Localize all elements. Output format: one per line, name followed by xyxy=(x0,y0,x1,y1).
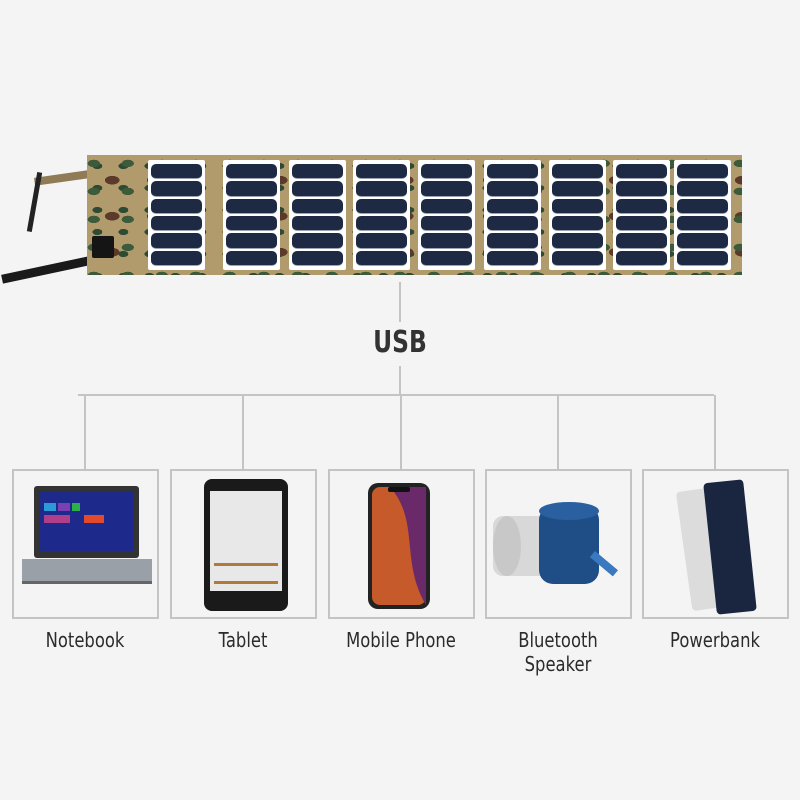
cell-strip xyxy=(151,233,202,249)
cell-strip xyxy=(487,164,538,180)
cell-strip xyxy=(226,215,277,232)
device-label: Bluetooth Speaker xyxy=(518,628,598,676)
cell-strip xyxy=(616,164,667,180)
solar-cell xyxy=(223,160,280,270)
connector-line xyxy=(399,282,401,322)
powerbank-icon xyxy=(676,479,757,615)
solar-cell xyxy=(353,160,410,270)
cell-strip xyxy=(151,164,202,180)
solar-panel xyxy=(87,155,742,275)
cell-strip xyxy=(151,215,202,232)
connector-line xyxy=(400,395,402,470)
device-label: Tablet xyxy=(218,628,268,652)
cell-strip xyxy=(356,181,407,197)
cell-strip xyxy=(616,250,667,266)
device-card xyxy=(12,469,159,619)
device-label: Mobile Phone xyxy=(346,628,456,652)
cell-strip xyxy=(421,164,472,180)
cell-strip xyxy=(677,215,728,232)
device-card xyxy=(642,469,789,619)
strap-end xyxy=(26,172,43,232)
cell-strip xyxy=(487,215,538,232)
tablet-icon xyxy=(204,479,288,611)
device-card xyxy=(170,469,317,619)
cell-strip xyxy=(552,164,603,180)
solar-cell xyxy=(674,160,731,270)
connector-bus xyxy=(78,394,714,396)
cell-strip xyxy=(487,233,538,249)
device-label: Notebook xyxy=(45,628,125,652)
cell-strip xyxy=(356,198,407,214)
connector-line xyxy=(714,395,716,470)
solar-cell xyxy=(148,160,205,270)
cell-strip xyxy=(677,181,728,197)
connector-line xyxy=(84,395,86,470)
cell-strip xyxy=(487,198,538,214)
cell-strip xyxy=(292,181,343,197)
cell-strip xyxy=(292,215,343,232)
solar-cell xyxy=(613,160,670,270)
connector-line xyxy=(242,395,244,470)
device-card xyxy=(485,469,632,619)
cell-strip xyxy=(356,250,407,266)
cell-strip xyxy=(226,233,277,249)
device-label: Powerbank xyxy=(670,628,760,652)
smartphone-icon xyxy=(368,483,430,609)
cell-strip xyxy=(292,164,343,180)
solar-cell xyxy=(289,160,346,270)
cell-strip xyxy=(616,181,667,197)
cell-strip xyxy=(421,233,472,249)
cell-strip xyxy=(616,215,667,232)
solar-cell xyxy=(549,160,606,270)
solar-cell xyxy=(418,160,475,270)
cell-strip xyxy=(677,198,728,214)
cell-strip xyxy=(677,233,728,249)
cell-strip xyxy=(421,215,472,232)
usb-cable xyxy=(1,255,96,284)
cell-strip xyxy=(552,250,603,266)
cell-strip xyxy=(552,233,603,249)
cell-strip xyxy=(421,198,472,214)
strap xyxy=(33,170,91,186)
cell-strip xyxy=(226,198,277,214)
cell-strip xyxy=(487,181,538,197)
cell-strip xyxy=(151,250,202,266)
cell-strip xyxy=(677,250,728,266)
cell-strip xyxy=(151,198,202,214)
cell-strip xyxy=(421,250,472,266)
connector-line xyxy=(557,395,559,470)
cell-strip xyxy=(552,198,603,214)
usb-label: USB xyxy=(373,325,427,360)
cell-strip xyxy=(151,181,202,197)
cell-strip xyxy=(616,198,667,214)
connector-line xyxy=(399,366,401,396)
cell-strip xyxy=(226,181,277,197)
cell-strip xyxy=(487,250,538,266)
speaker-icon xyxy=(493,502,618,584)
cell-strip xyxy=(226,250,277,266)
cell-strip xyxy=(677,164,728,180)
cell-strip xyxy=(292,198,343,214)
cell-strip xyxy=(356,233,407,249)
cell-strip xyxy=(226,164,277,180)
cell-strip xyxy=(616,233,667,249)
junction-box xyxy=(92,236,114,258)
device-card xyxy=(328,469,475,619)
laptop-icon xyxy=(22,486,152,584)
cell-strip xyxy=(552,215,603,232)
cell-strip xyxy=(292,250,343,266)
cell-strip xyxy=(356,215,407,232)
cell-strip xyxy=(552,181,603,197)
solar-cell xyxy=(484,160,541,270)
cell-strip xyxy=(421,181,472,197)
cell-strip xyxy=(356,164,407,180)
cell-strip xyxy=(292,233,343,249)
